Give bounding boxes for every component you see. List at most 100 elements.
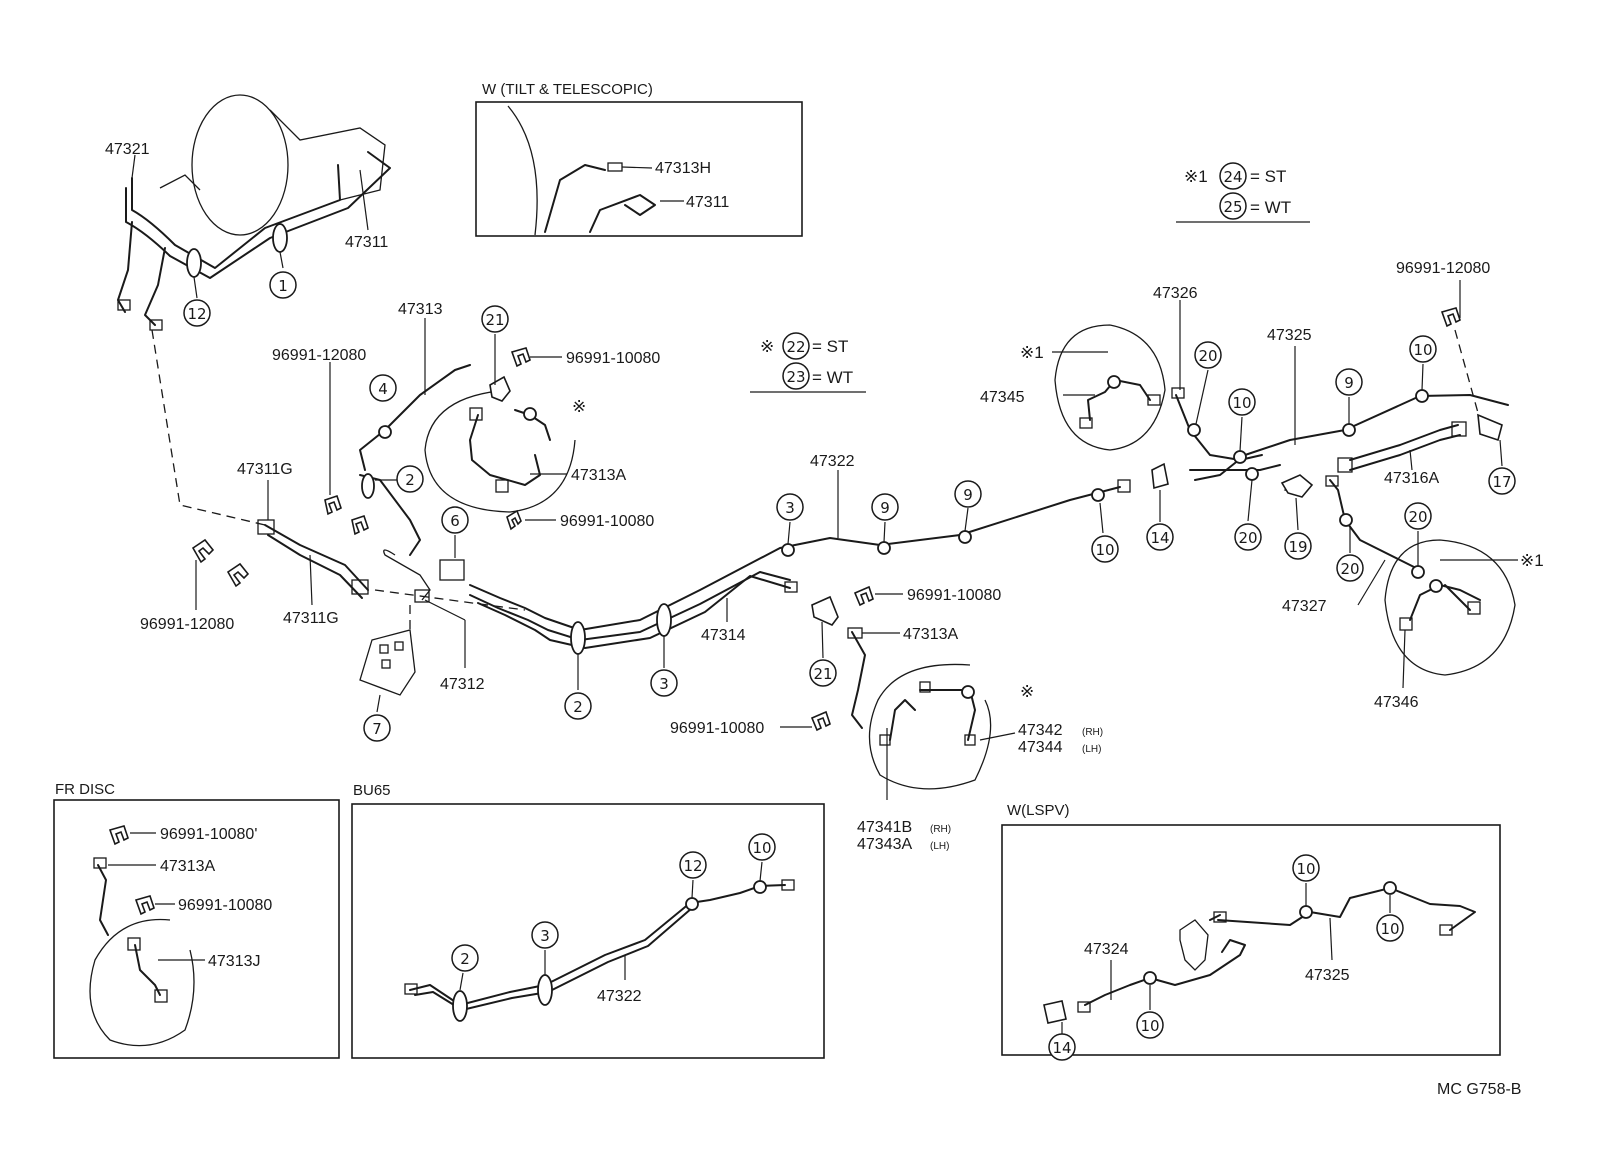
svg-text:9: 9 (880, 499, 890, 517)
part-47344-label: 47344 (1018, 739, 1063, 756)
part-47313A-a-label: 47313A (571, 467, 626, 484)
part-47321-label: 47321 (105, 141, 150, 158)
part-96991-10080-fr1-label: 96991-10080' (160, 826, 257, 843)
svg-text:19: 19 (1288, 538, 1307, 556)
ref-10-lspv-b: 10 (1292, 854, 1320, 906)
rear-left-brake-drum (1054, 324, 1166, 451)
clip-icon (853, 585, 874, 607)
ref-4: 4 (369, 374, 397, 402)
part-47313-label: 47313 (398, 301, 443, 318)
svg-text:20: 20 (1238, 529, 1257, 547)
ref-2-left: 2 (375, 465, 424, 493)
st-wt-mark: ※ (572, 397, 586, 416)
ref-10-lspv-c: 10 (1376, 895, 1404, 942)
ref-14-a: 14 (1146, 462, 1174, 551)
part-47313J-label: 47313J (208, 953, 261, 970)
ref-21-mid: 21 (809, 595, 839, 687)
part-47313H-label: 47313H (655, 160, 711, 177)
clip-icon (108, 825, 129, 846)
bu65-inset: BU65 (351, 782, 825, 1059)
svg-text:= ST: = ST (1250, 167, 1286, 186)
svg-text:(LH): (LH) (1082, 744, 1101, 755)
part-47326-label: 47326 (1153, 285, 1198, 302)
mark-1-lower: ※1 (1520, 551, 1544, 570)
ref-10-b: 10 (1228, 388, 1256, 452)
diagram-code: MC G758-B (1437, 1081, 1521, 1098)
tilt-telescopic-inset: W (TILT & TELESCOPIC) 47313H 47311 (475, 81, 803, 237)
ref-12-top: 12 (183, 276, 211, 327)
part-47322-bu65-label: 47322 (597, 988, 642, 1005)
svg-text:22: 22 (786, 338, 805, 356)
lspv-inset-title: W(LSPV) (1007, 802, 1070, 819)
part-47311-label: 47311 (345, 234, 388, 251)
svg-text:2: 2 (405, 471, 415, 489)
hose-47311G (257, 519, 369, 599)
svg-text:21: 21 (813, 665, 832, 683)
part-96991-10080-d-label: 96991-10080 (670, 720, 764, 737)
svg-text:14: 14 (1052, 1039, 1071, 1057)
svg-text:10: 10 (1413, 341, 1432, 359)
ref-3-main: 3 (650, 636, 678, 697)
clip-icon (510, 347, 531, 368)
ref-20-mid: 20 (1234, 479, 1262, 551)
fr-disc-inset: FR DISC 96991-10080' 47313A 96991-10080 … (53, 781, 340, 1059)
ref-14-lspv: 14 (1048, 1022, 1076, 1061)
ref-21-top: 21 (481, 305, 509, 385)
clip-icon (506, 509, 522, 531)
ref-12-bu65: 12 (679, 851, 707, 899)
ref-10-bu65: 10 (748, 833, 776, 882)
part-47343A-label: 47343A (857, 836, 912, 853)
svg-text:14: 14 (1150, 529, 1169, 547)
legend-st-wt-right: ※1 24 = ST 25 = WT (1176, 162, 1310, 223)
svg-text:= WT: = WT (812, 368, 853, 387)
part-47346-label: 47346 (1374, 694, 1419, 711)
part-47325-lspv-label: 47325 (1305, 967, 1350, 984)
svg-text:(RH): (RH) (930, 824, 951, 835)
part-47312-label: 47312 (440, 676, 485, 693)
ref-10-a: 10 (1091, 502, 1119, 563)
svg-text:12: 12 (187, 305, 206, 323)
svg-text:21: 21 (485, 311, 504, 329)
line-47313 (359, 364, 471, 556)
ref-1: 1 (269, 251, 297, 299)
svg-text:25: 25 (1223, 198, 1242, 216)
svg-text:10: 10 (1140, 1017, 1159, 1035)
part-47311-tilt-label: 47311 (686, 194, 729, 211)
main-brake-line (469, 479, 1131, 655)
front-left-brake-disc (424, 375, 576, 513)
part-47322-label: 47322 (810, 453, 855, 470)
part-96991-10080-a-label: 96991-10080 (566, 350, 660, 367)
ref-9-b: 9 (954, 480, 982, 532)
svg-text:12: 12 (683, 857, 702, 875)
ref-19: 19 (1280, 474, 1314, 560)
svg-text:10: 10 (752, 839, 771, 857)
svg-text:(LH): (LH) (930, 841, 949, 852)
svg-text:10: 10 (1380, 920, 1399, 938)
rear-crossover-line (1171, 387, 1509, 496)
st-wt-mark: ※ (1020, 682, 1034, 701)
hose-47316A (1337, 421, 1467, 473)
ref-6: 6 (441, 506, 469, 558)
ref-2-main: 2 (564, 654, 592, 720)
clip-icon (1440, 307, 1461, 328)
part-47311G-top-label: 47311G (237, 461, 293, 478)
ref-10-c: 10 (1409, 335, 1437, 391)
svg-text:1: 1 (278, 277, 288, 295)
svg-text:3: 3 (540, 927, 550, 945)
tilt-inset-title: W (TILT & TELESCOPIC) (482, 81, 653, 98)
front-right-brake-disc (847, 627, 992, 790)
fr-disc-inset-title: FR DISC (55, 781, 115, 798)
mark-1-upper: ※1 (1020, 343, 1044, 362)
ref-20-top: 20 (1194, 341, 1222, 425)
svg-text:= WT: = WT (1250, 198, 1291, 217)
svg-text:10: 10 (1296, 860, 1315, 878)
svg-text:24: 24 (1223, 168, 1242, 186)
part-47313A-b-label: 47313A (903, 626, 958, 643)
part-47324-label: 47324 (1084, 941, 1129, 958)
ref-7: 7 (363, 694, 391, 742)
bracket-7 (359, 629, 416, 696)
legend-st-wt-center: ※ 22 = ST 23 = WT (750, 332, 866, 393)
svg-text:2: 2 (460, 950, 470, 968)
part-96991-12080-right-label: 96991-12080 (1396, 260, 1490, 277)
